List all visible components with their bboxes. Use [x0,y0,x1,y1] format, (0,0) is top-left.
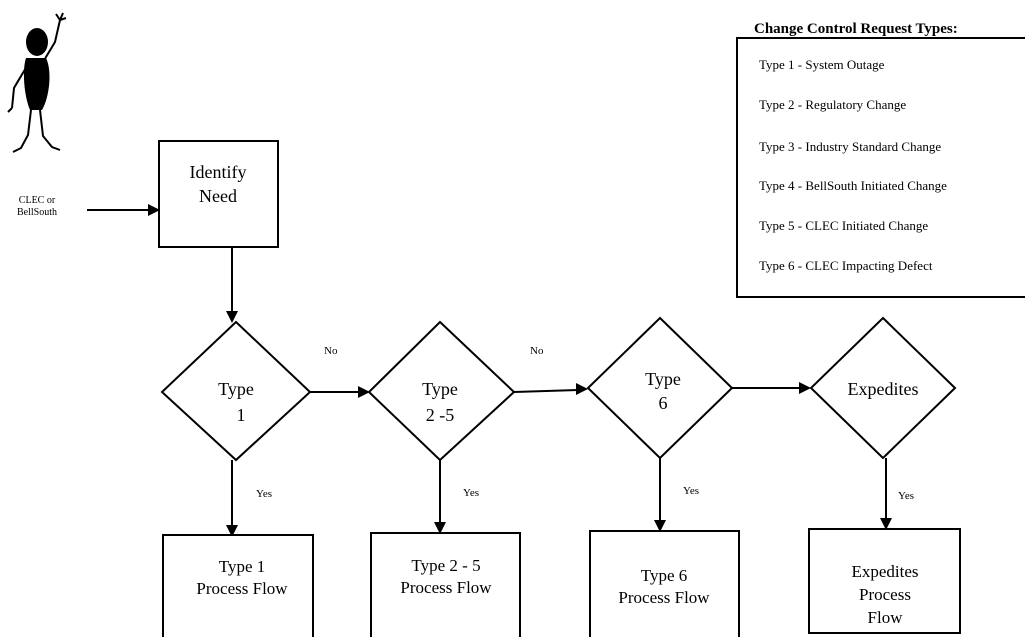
stick-figure-icon [7,12,67,153]
svg-text:Process Flow: Process Flow [400,578,492,597]
arrow-head [148,204,160,216]
identify-need-box: Identify Need [158,140,279,248]
svg-text:Type: Type [645,369,681,389]
svg-text:Identify: Identify [190,162,247,182]
process-flow-type2-5: Type 2 - 5 Process Flow [370,532,521,637]
svg-text:Type: Type [218,379,254,399]
svg-text:Process Flow: Process Flow [196,579,288,598]
svg-text:Need: Need [199,186,237,206]
svg-text:Expedites: Expedites [851,562,918,581]
yes-label-4: Yes [898,490,914,502]
svg-text:Process Flow: Process Flow [618,588,710,607]
svg-text:2 -5: 2 -5 [426,405,455,425]
yes-label-3: Yes [683,485,699,497]
decision-type2-5: Type 2 -5 [367,320,516,462]
no-label-1: No [324,345,338,357]
process-flow-type1: Type 1 Process Flow [162,534,314,637]
no-label-2: No [530,345,544,357]
legend-item: Type 4 - BellSouth Initiated Change [759,178,947,193]
yes-label-1: Yes [256,488,272,500]
svg-text:Type 6: Type 6 [641,566,688,585]
svg-text:Expedites: Expedites [848,379,919,399]
legend: Change Control Request Types: Type 1 - S… [736,21,1025,298]
legend-item: Type 3 - Industry Standard Change [759,139,941,154]
yes-label-2: Yes [463,487,479,499]
arrow-no-2 [513,389,579,393]
svg-text:Flow: Flow [868,608,904,627]
svg-text:6: 6 [659,393,668,413]
legend-item: Type 6 - CLEC Impacting Defect [759,258,933,273]
svg-text:CLEC or: CLEC or [19,195,56,206]
svg-text:BellSouth: BellSouth [17,207,57,218]
legend-title: Change Control Request Types: [754,21,958,37]
svg-text:Type: Type [422,379,458,399]
svg-text:Type 1: Type 1 [219,557,266,576]
decision-type1: Type 1 [160,320,312,462]
process-flow-expedites: Expedites Process Flow [808,528,961,634]
decision-type6: Type 6 [586,316,734,460]
source-label: CLEC or BellSouth [17,195,57,218]
legend-item: Type 1 - System Outage [759,57,885,72]
svg-text:Process: Process [859,585,911,604]
decision-expedites: Expedites [809,316,957,460]
svg-text:1: 1 [237,405,246,425]
process-flow-type6: Type 6 Process Flow [589,530,740,637]
legend-item: Type 5 - CLEC Initiated Change [759,218,928,233]
legend-item: Type 2 - Regulatory Change [759,97,906,112]
svg-text:Type 2 - 5: Type 2 - 5 [411,556,480,575]
